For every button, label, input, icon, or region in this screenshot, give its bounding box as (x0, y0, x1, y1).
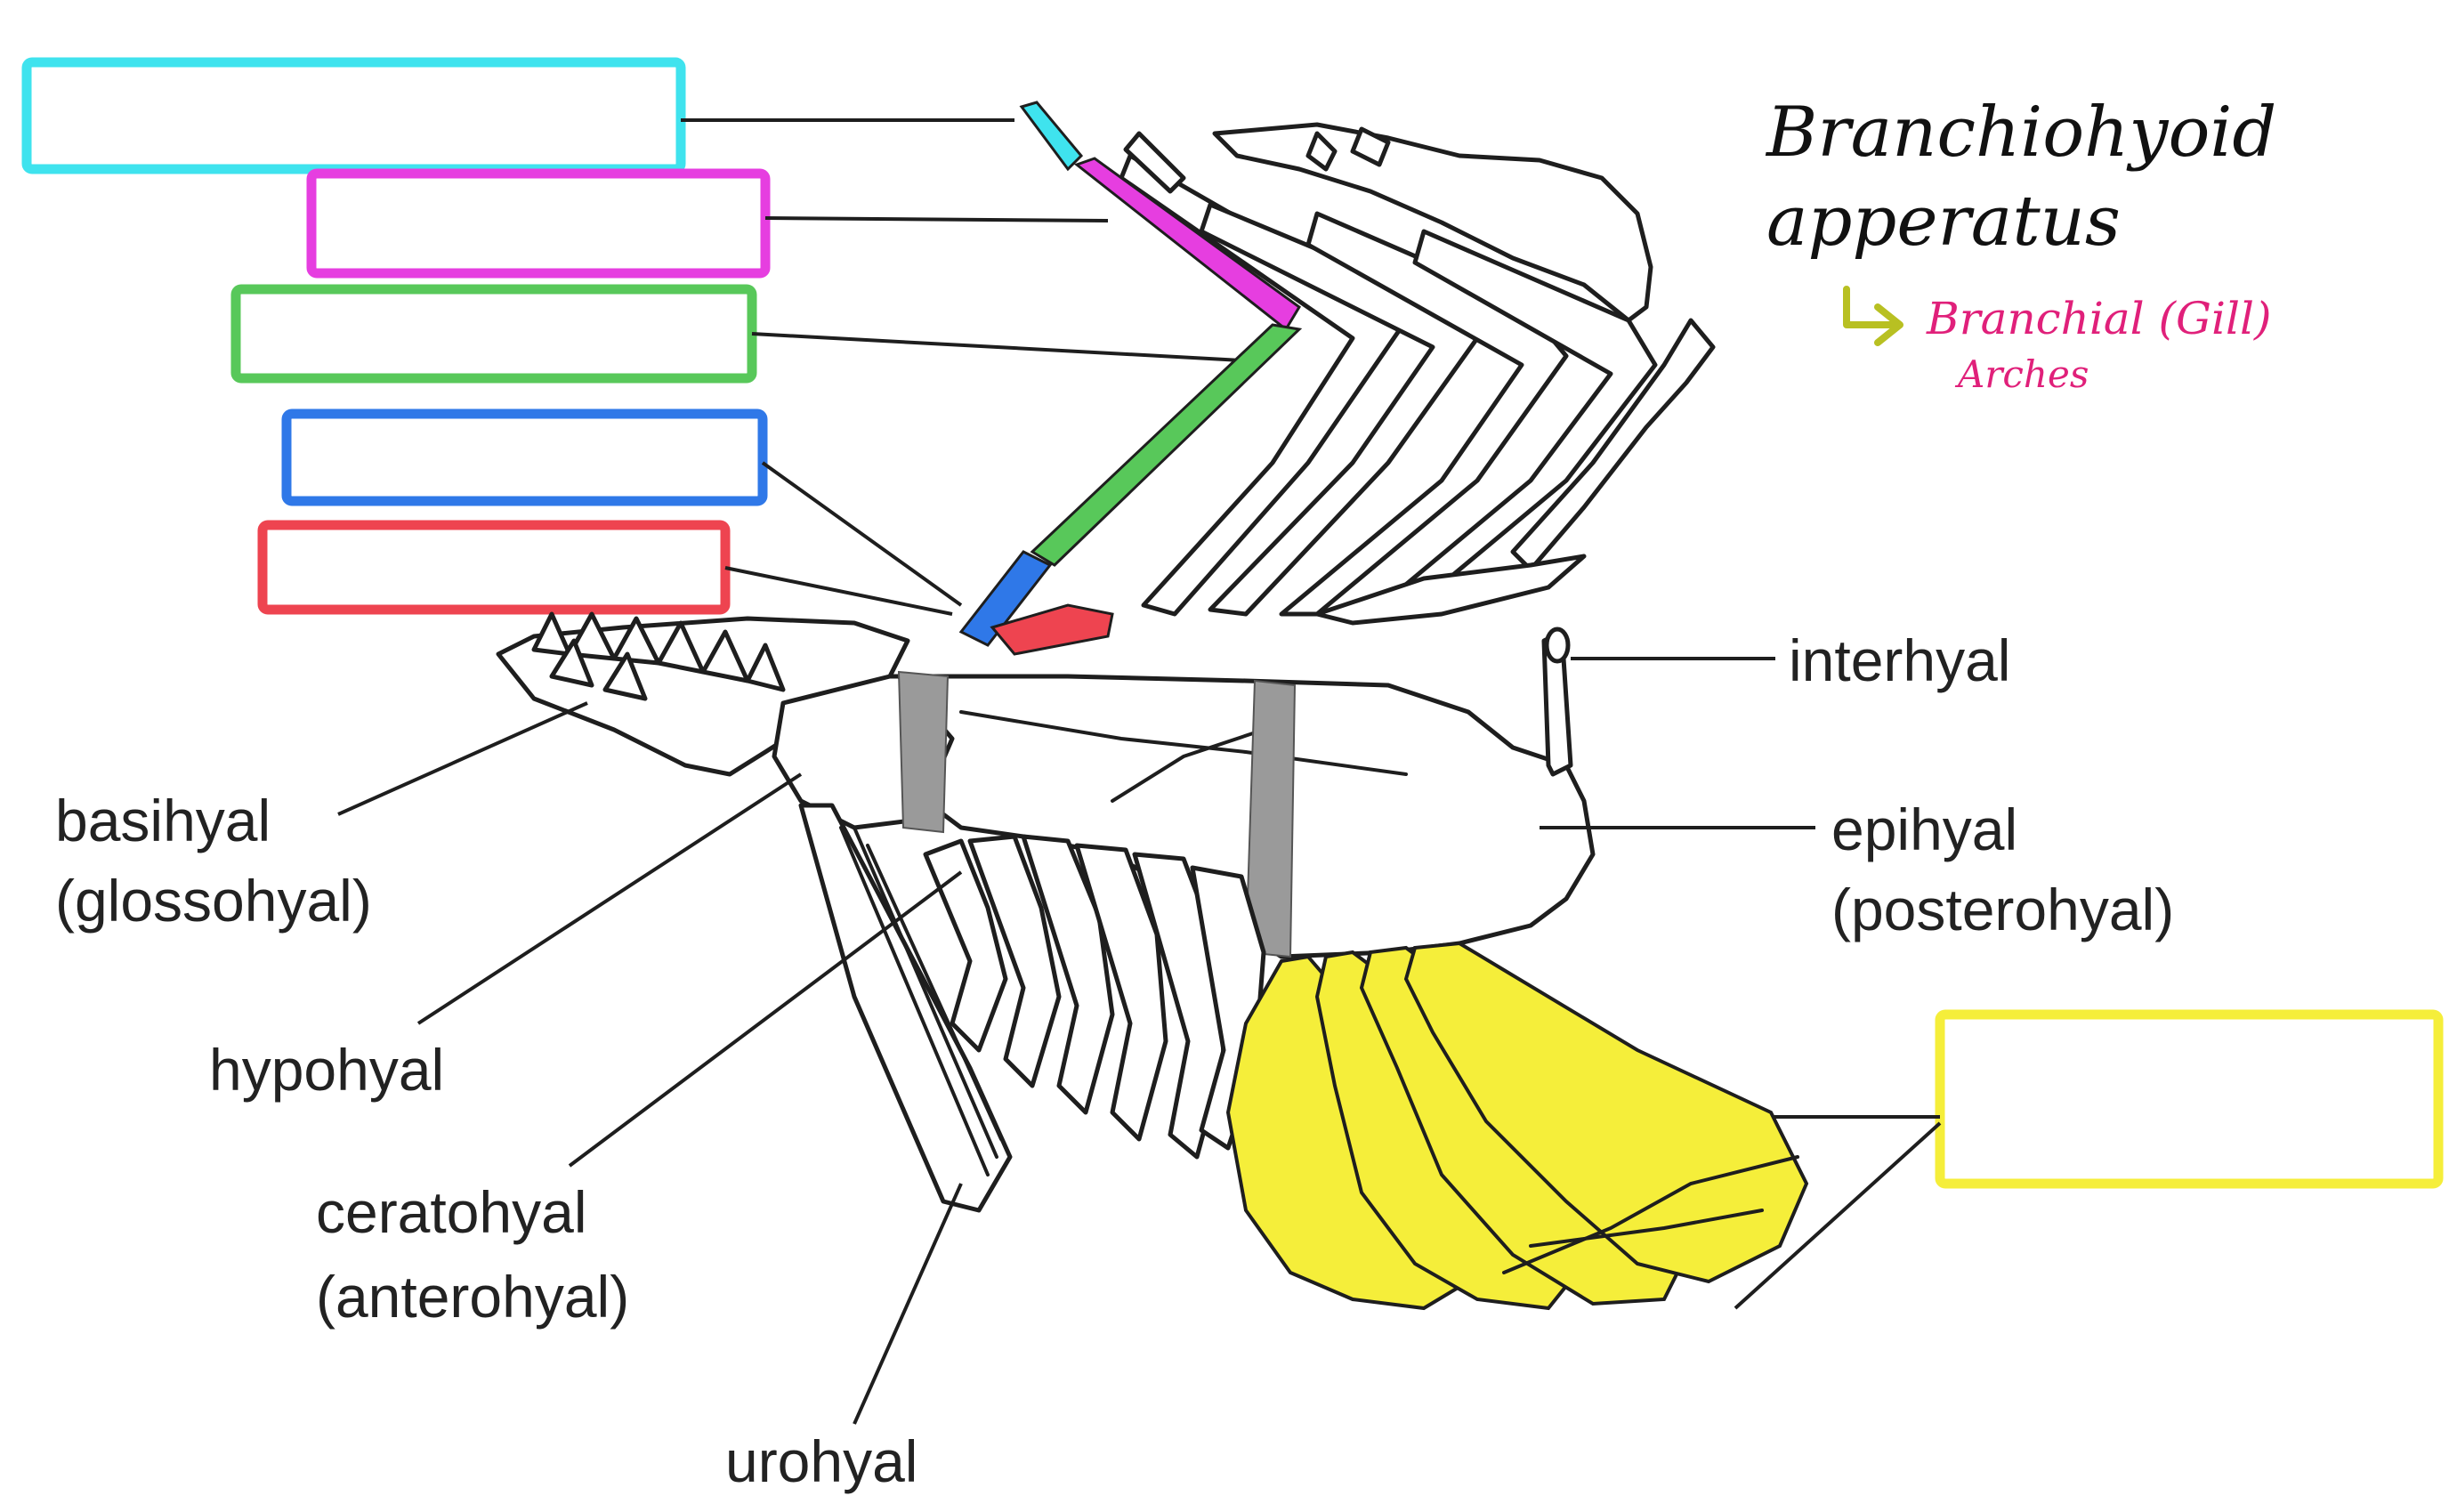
hypobranchial-segment (958, 550, 1053, 647)
annotation-sub-line2: Arches (1954, 352, 2089, 396)
basihyal-teeth (531, 611, 786, 701)
epibranchial-segment (1073, 157, 1301, 332)
basibranchial-box[interactable] (257, 520, 731, 615)
branchiostegal-rays-yellow (1225, 941, 1809, 1311)
hypobranchial-box[interactable] (281, 408, 768, 506)
epihyal-label: epihyal (1831, 796, 2017, 862)
pharyngobranchial-segment (1019, 101, 1084, 172)
urohyal-label: urohyal (725, 1428, 917, 1494)
pharyngobranchial-box[interactable] (21, 57, 686, 174)
ceratohyal-alt-label: (anterohyal) (316, 1264, 629, 1330)
annotation-sub-line1: Branchial (Gill) (1926, 293, 2271, 344)
label-boxes (21, 57, 2444, 1189)
cartilage-band-posterior (1244, 679, 1297, 958)
gill-arches (958, 101, 1716, 656)
handwritten-annotation: Branchiohyoid apperatus Branchial (Gill)… (1765, 93, 2276, 396)
ceratohyal-label: ceratohyal (316, 1179, 587, 1245)
annotation-title-line1: Branchiohyoid (1765, 93, 2276, 173)
epibranchial-box[interactable] (306, 168, 771, 279)
basihyal-alt-label: (glossohyal) (55, 868, 372, 934)
ceratobranchial-segment (1030, 323, 1303, 567)
epihyal-alt-label: (posterohyal) (1831, 877, 2174, 942)
branchiostegal-rays-box[interactable] (1935, 1009, 2444, 1189)
basihyal-label: basihyal (55, 788, 271, 853)
printed-labels: interhyal epihyal (posterohyal) basihyal… (55, 627, 2174, 1494)
label-leader-lines (337, 657, 1815, 1425)
interhyal-label: interhyal (1789, 627, 2010, 693)
arrow-icon (1843, 286, 1903, 346)
cartilage-band-anterior (897, 670, 950, 834)
hypohyal-label: hypohyal (209, 1037, 444, 1103)
branchiostegal-rays-white (923, 834, 1266, 1160)
branchiostegal-ray (1403, 941, 1809, 1284)
annotation-title-line2: apperatus (1766, 182, 2121, 262)
hyoid-arch (496, 611, 1596, 1213)
ceratobranchial-box[interactable] (230, 284, 757, 384)
basibranchial-segment (990, 603, 1114, 656)
